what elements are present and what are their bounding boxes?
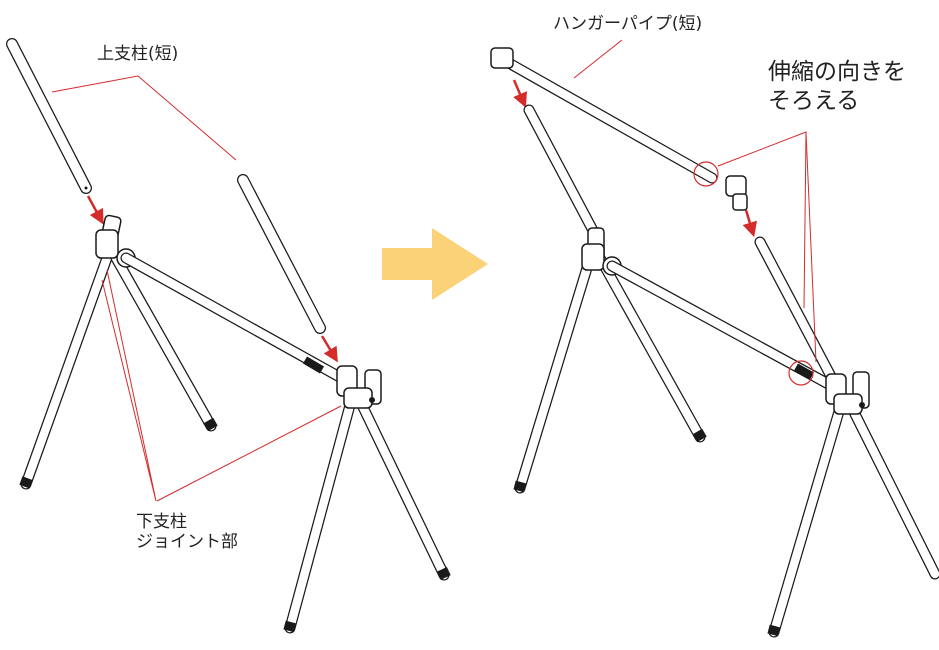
next-step-arrow — [382, 228, 488, 300]
label-align-extension-direction: 伸縮の向きを そろえる — [768, 58, 906, 116]
upper-pole-left-installed — [523, 104, 604, 246]
hanger-pipe-short-top — [490, 47, 748, 211]
label-lower-pole-joint: 下支柱 ジョイント部 — [136, 512, 238, 553]
highlight-circle-top — [693, 161, 719, 187]
label-upper-pole-short: 上支柱(短) — [97, 44, 179, 64]
right-assembly-long-pipe — [606, 260, 838, 392]
insert-arrow-right-2 — [742, 209, 758, 238]
right-assembly-right-joint — [825, 371, 870, 415]
right-assembly-left-joint — [581, 227, 622, 276]
right-assembly-left-legs — [513, 252, 707, 494]
left-assembly — [6, 38, 451, 634]
label-hanger-pipe-short: ハンガーパイプ(短) — [553, 14, 703, 34]
leader-lines-left — [51, 75, 342, 502]
right-joint-left — [336, 365, 382, 409]
right-base-legs-left — [283, 399, 451, 634]
right-assembly-right-legs — [767, 402, 939, 638]
leader-lines-right — [573, 39, 817, 363]
label-align-line2: そろえる — [768, 87, 860, 114]
insert-arrow-left-1 — [86, 195, 104, 225]
highlight-circle-bottom — [788, 360, 814, 386]
label-lower-pole-joint-line1: 下支柱 — [136, 512, 187, 532]
upper-pole-short-left — [6, 38, 92, 194]
label-lower-pole-joint-line2: ジョイント部 — [136, 532, 238, 553]
upper-pole-short-right — [237, 174, 326, 334]
left-base-legs — [19, 249, 218, 490]
right-assembly — [490, 39, 939, 638]
upper-pole-right-installed — [754, 236, 841, 390]
insert-arrow-left-2 — [320, 335, 338, 363]
left-hanger-pipe — [120, 252, 351, 386]
label-align-line1: 伸縮の向きを — [768, 59, 906, 85]
insert-arrow-right-1 — [512, 79, 527, 108]
